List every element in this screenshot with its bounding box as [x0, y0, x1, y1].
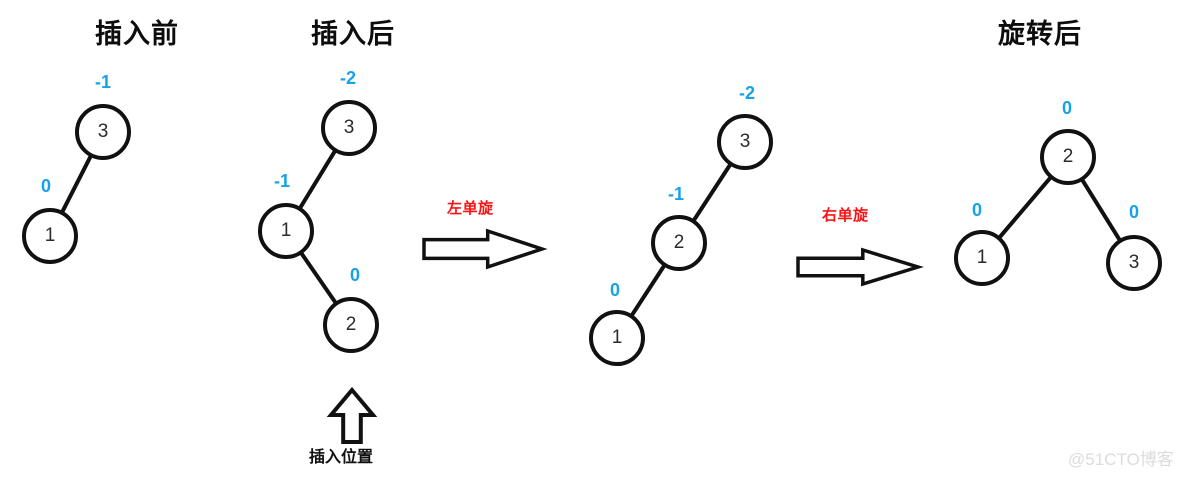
- tree-edge: [691, 161, 733, 224]
- insert-position-label: 插入位置: [309, 449, 374, 466]
- balance-factor-after-rotate-2: 0: [1062, 98, 1073, 118]
- right-rotation-arrow-label: 右单旋: [822, 207, 869, 224]
- tree-node-after-rotate-1[interactable]: 1: [954, 230, 1010, 286]
- tree-edge: [1079, 177, 1123, 243]
- tree-node-after-insert-3[interactable]: 3: [321, 100, 377, 156]
- tree-edge: [996, 174, 1054, 241]
- tree-node-before-insert-3[interactable]: 3: [75, 104, 131, 160]
- tree-edge: [59, 153, 94, 215]
- tree-edge: [297, 148, 338, 211]
- balance-factor-before-insert-3: -1: [95, 72, 112, 92]
- tree-node-after-insert-2[interactable]: 2: [323, 297, 379, 353]
- tree-node-after-rotate-2[interactable]: 2: [1040, 129, 1096, 185]
- balance-factor-after-left-rotation-2: -1: [668, 184, 685, 204]
- tree-node-after-left-rotation-2[interactable]: 2: [651, 215, 707, 271]
- balance-factor-after-rotate-3: 0: [1129, 202, 1140, 222]
- tree-edge: [629, 262, 667, 319]
- left-rotation-arrow: [422, 228, 548, 270]
- panel-title-after-rotate: 旋转后: [998, 19, 1082, 49]
- right-rotation-arrow: [796, 247, 924, 287]
- insert-position-arrow-icon: [326, 386, 378, 444]
- panel-title-after-insert: 插入后: [311, 19, 395, 49]
- tree-node-after-rotate-3[interactable]: 3: [1106, 235, 1162, 291]
- panel-title-before-insert: 插入前: [95, 19, 179, 49]
- balance-factor-after-rotate-1: 0: [972, 200, 983, 220]
- balance-factor-before-insert-1: 0: [41, 176, 52, 196]
- watermark: @51CTO博客: [1068, 450, 1174, 469]
- balance-factor-after-left-rotation-3: -2: [739, 83, 756, 103]
- tree-node-before-insert-1[interactable]: 1: [22, 208, 78, 264]
- tree-edge: [298, 250, 339, 306]
- tree-node-after-left-rotation-1[interactable]: 1: [589, 310, 645, 366]
- balance-factor-after-left-rotation-1: 0: [610, 280, 621, 300]
- balance-factor-after-insert-3: -2: [340, 68, 357, 88]
- balance-factor-after-insert-2: 0: [350, 265, 361, 285]
- tree-node-after-left-rotation-3[interactable]: 3: [717, 114, 773, 170]
- left-rotation-arrow-label: 左单旋: [447, 200, 494, 217]
- tree-node-after-insert-1[interactable]: 1: [258, 203, 314, 259]
- balance-factor-after-insert-1: -1: [274, 171, 291, 191]
